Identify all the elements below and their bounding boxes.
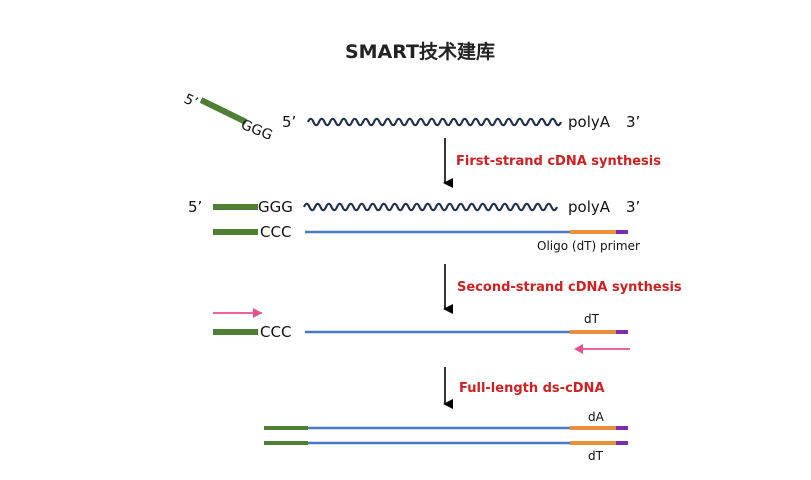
- stage2-polya-label: polyA: [568, 198, 611, 216]
- stage2-mrna-wave-strand: [302, 202, 559, 212]
- mrna-5prime-label: 5’: [282, 113, 296, 131]
- stage2-ggg-label: GGG: [258, 198, 293, 216]
- forward-primer-arrowhead: [253, 308, 262, 318]
- stage4-dt-label: dT: [588, 449, 604, 463]
- step1-label: First-strand cDNA synthesis: [456, 154, 661, 169]
- stage4-da-label: dA: [588, 410, 605, 424]
- stage3-ccc-label: CCC: [260, 323, 291, 341]
- stage2-3prime-label: 3’: [626, 198, 640, 216]
- stage2-ccc-label: CCC: [260, 223, 291, 241]
- step3-label: Full-length ds-cDNA: [459, 381, 605, 396]
- step2-label: Second-strand cDNA synthesis: [457, 280, 682, 295]
- tso-ggg-label: GGG: [239, 117, 275, 144]
- stage3-dt-label: dT: [584, 312, 600, 326]
- stage2-5prime-label: 5’: [188, 198, 202, 216]
- tso-adapter-green-bar: [199, 97, 248, 125]
- mrna-3prime-label: 3’: [626, 113, 640, 131]
- diagram-title: SMART技术建库: [345, 40, 495, 63]
- reverse-primer-arrowhead: [574, 344, 583, 354]
- mrna-polya-label: polyA: [568, 113, 611, 131]
- oligo-dt-primer-label: Oligo (dT) primer: [537, 239, 640, 253]
- adapter-5prime-label: 5’: [181, 91, 200, 111]
- mrna-wave-strand: [306, 117, 563, 127]
